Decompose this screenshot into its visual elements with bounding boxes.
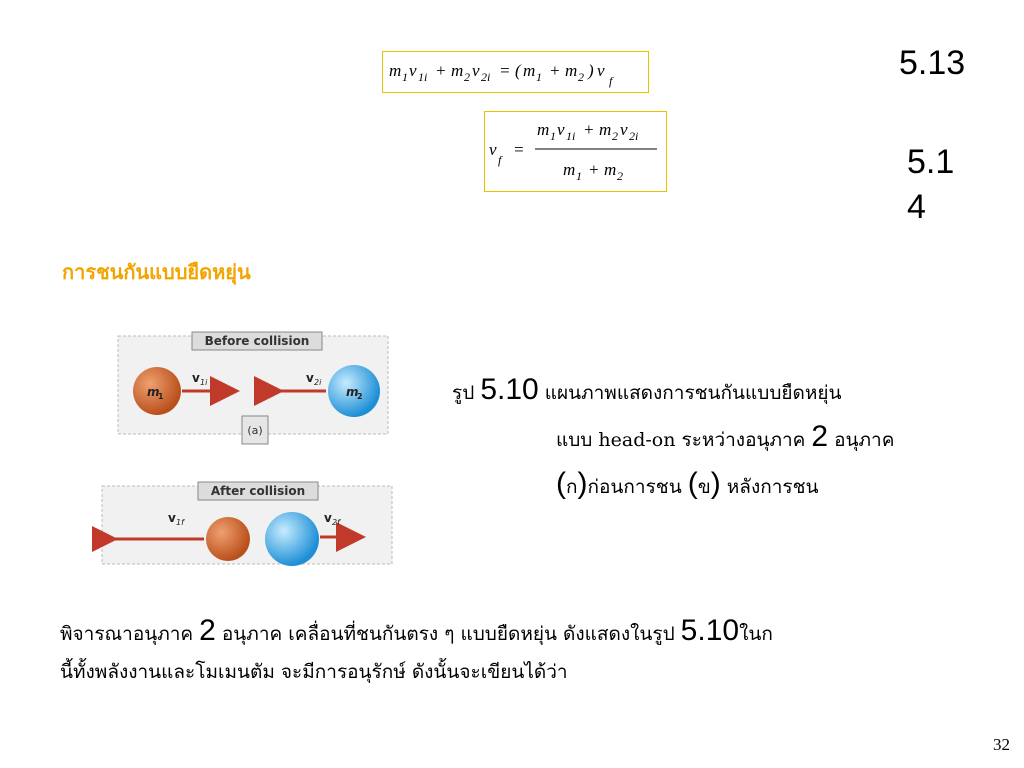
v2i-sub: 2i — [314, 378, 322, 387]
body-paragraph: พิจารณาอนุภาค 2 อนุภาค เคลื่อนที่ชนกันตร… — [60, 612, 1024, 691]
after-label-box — [197, 481, 319, 501]
m1-sub: 1 — [158, 392, 164, 401]
eq2-num-v1-sub: 1i — [566, 129, 575, 143]
caption-line2: แบบ head-on ระหว่างอนุภาค 2 อนุภาค — [452, 415, 1012, 462]
eq1-m1b: m — [523, 61, 535, 80]
m2-sub: 2 — [357, 392, 363, 401]
v1f-sub: 1f — [176, 518, 185, 527]
body-line1: พิจารณาอนุภาค 2 อนุภาค เคลื่อนที่ชนกันตร… — [60, 612, 1024, 653]
before-collision-label: Before collision — [205, 334, 310, 348]
figure-caption: รูป 5.10 แผนภาพแสดงการชนกันแบบยืดหยุ่น แ… — [452, 368, 1012, 509]
caption-before: ก่อนการชน — [587, 476, 688, 498]
eq2-num-v2: v — [620, 120, 628, 139]
paren-close-2: ) — [710, 467, 721, 500]
eq2-v: v — [489, 140, 497, 159]
eq2-equals: = — [513, 140, 524, 159]
eq1-vf: v — [597, 61, 605, 80]
v1i-label: v — [192, 371, 200, 385]
paren-open-2: ( — [687, 467, 698, 500]
ball-m2-after — [265, 512, 319, 566]
eq1-m1b-sub: 1 — [536, 70, 542, 84]
eq2-den-plus: + — [588, 160, 599, 179]
eq1-equals: = — [499, 61, 510, 80]
eq2-num-v2-sub: 2i — [629, 129, 638, 143]
eq1-v2-sub: 2i — [481, 70, 490, 84]
v1i-sub: 1i — [200, 378, 208, 387]
paren-open-1: ( — [556, 467, 566, 500]
eq2-den-m2-sub: 2 — [617, 169, 623, 183]
part-a-label: (a) — [247, 424, 262, 437]
caption-line3: (ก)ก่อนการชน (ข) หลังการชน — [452, 462, 1012, 509]
equation-number-5-13: 5.13 — [899, 44, 966, 82]
page-number: 32 — [993, 735, 1010, 754]
caption-after: หลังการชน — [720, 476, 819, 498]
eq1-v1: v — [409, 61, 417, 80]
body-line1-a: พิจารณาอนุภาค — [60, 623, 200, 645]
eq1-rparen: ) — [587, 61, 594, 80]
after-collision-label: After collision — [211, 484, 305, 498]
eq2-num-m2-sub: 2 — [612, 129, 618, 143]
eq1-m1-sub: 1 — [402, 70, 408, 84]
equation-number-5-14-line2: 4 — [907, 188, 926, 226]
eq2-num-v1: v — [557, 120, 565, 139]
eq1-plus2: + — [549, 61, 560, 80]
caption-title: แผนภาพแสดงการชนกันแบบยืดหยุ่น — [538, 382, 842, 404]
eq2-num-m2: m — [599, 120, 611, 139]
ball-m1-before — [133, 367, 181, 415]
m1-label: m — [147, 385, 160, 399]
body-particle-count: 2 — [199, 614, 216, 647]
momentum-conservation-equation: m 1 v 1i + m 2 v 2i = ( m 1 + m 2 ) v f — [382, 51, 649, 93]
ball-m2-before — [328, 365, 380, 417]
eq2-num-m1: m — [537, 120, 549, 139]
eq2-num-plus: + — [583, 120, 594, 139]
paren-close-1: ) — [577, 467, 588, 500]
eq1-m2: m — [451, 61, 463, 80]
caption-line2-text: แบบ head-on ระหว่างอนุภาค — [556, 429, 812, 451]
eq1-m1: m — [389, 61, 401, 80]
eq1-m2-sub: 2 — [464, 70, 470, 84]
body-line1-c: ในก — [739, 623, 773, 645]
eq1-plus1: + — [435, 61, 446, 80]
eq1-v1-sub: 1i — [418, 70, 427, 84]
v1f-label: v — [168, 511, 176, 525]
eq1-lparen: ( — [515, 61, 522, 80]
eq1-v2: v — [472, 61, 480, 80]
before-label-box — [191, 331, 323, 351]
caption-line1: รูป 5.10 แผนภาพแสดงการชนกันแบบยืดหยุ่น — [452, 373, 842, 406]
v2i-label: v — [306, 371, 314, 385]
caption-line2-end: อนุภาค — [828, 429, 895, 451]
eq1-m2b: m — [565, 61, 577, 80]
equation-number-5-14: 5.1 4 — [907, 140, 967, 230]
eq2-den-m1: m — [563, 160, 575, 179]
collision-figure: Before collision m 1 v 1i m 2 v 2i (a) A… — [88, 318, 402, 588]
eq2-den-m2: m — [604, 160, 616, 179]
label-kh: ข — [697, 476, 711, 498]
m2-label: m — [346, 385, 359, 399]
body-figure-ref: 5.10 — [680, 614, 740, 647]
caption-figure-number: 5.10 — [480, 373, 539, 406]
eq1-m2b-sub: 2 — [578, 70, 584, 84]
body-line1-b: อนุภาค เคลื่อนที่ชนกันตรง ๆ แบบยืดหยุ่น … — [215, 623, 681, 645]
caption-prefix: รูป — [452, 382, 481, 404]
part-a-box — [241, 415, 269, 445]
caption-particle-count: 2 — [811, 420, 829, 453]
eq2-v-sub: f — [498, 153, 503, 167]
final-velocity-equation: v f = m 1 v 1i + m 2 v 2i m 1 + m 2 — [484, 111, 667, 192]
body-line2: นี้ทั้งพลังงานและโมเมนตัม จะมีการอนุรักษ… — [60, 661, 568, 683]
eq1-vf-sub: f — [609, 74, 614, 88]
v2f-label: v — [324, 511, 332, 525]
eq2-num-m1-sub: 1 — [550, 129, 556, 143]
v2f-sub: 2f — [332, 518, 341, 527]
label-k: ก — [566, 476, 578, 498]
equation-number-5-14-line1: 5.1 — [907, 143, 955, 181]
eq2-den-m1-sub: 1 — [576, 169, 582, 183]
section-heading: การชนกันแบบยืดหยุ่น — [62, 260, 251, 284]
ball-m1-after — [206, 517, 250, 561]
